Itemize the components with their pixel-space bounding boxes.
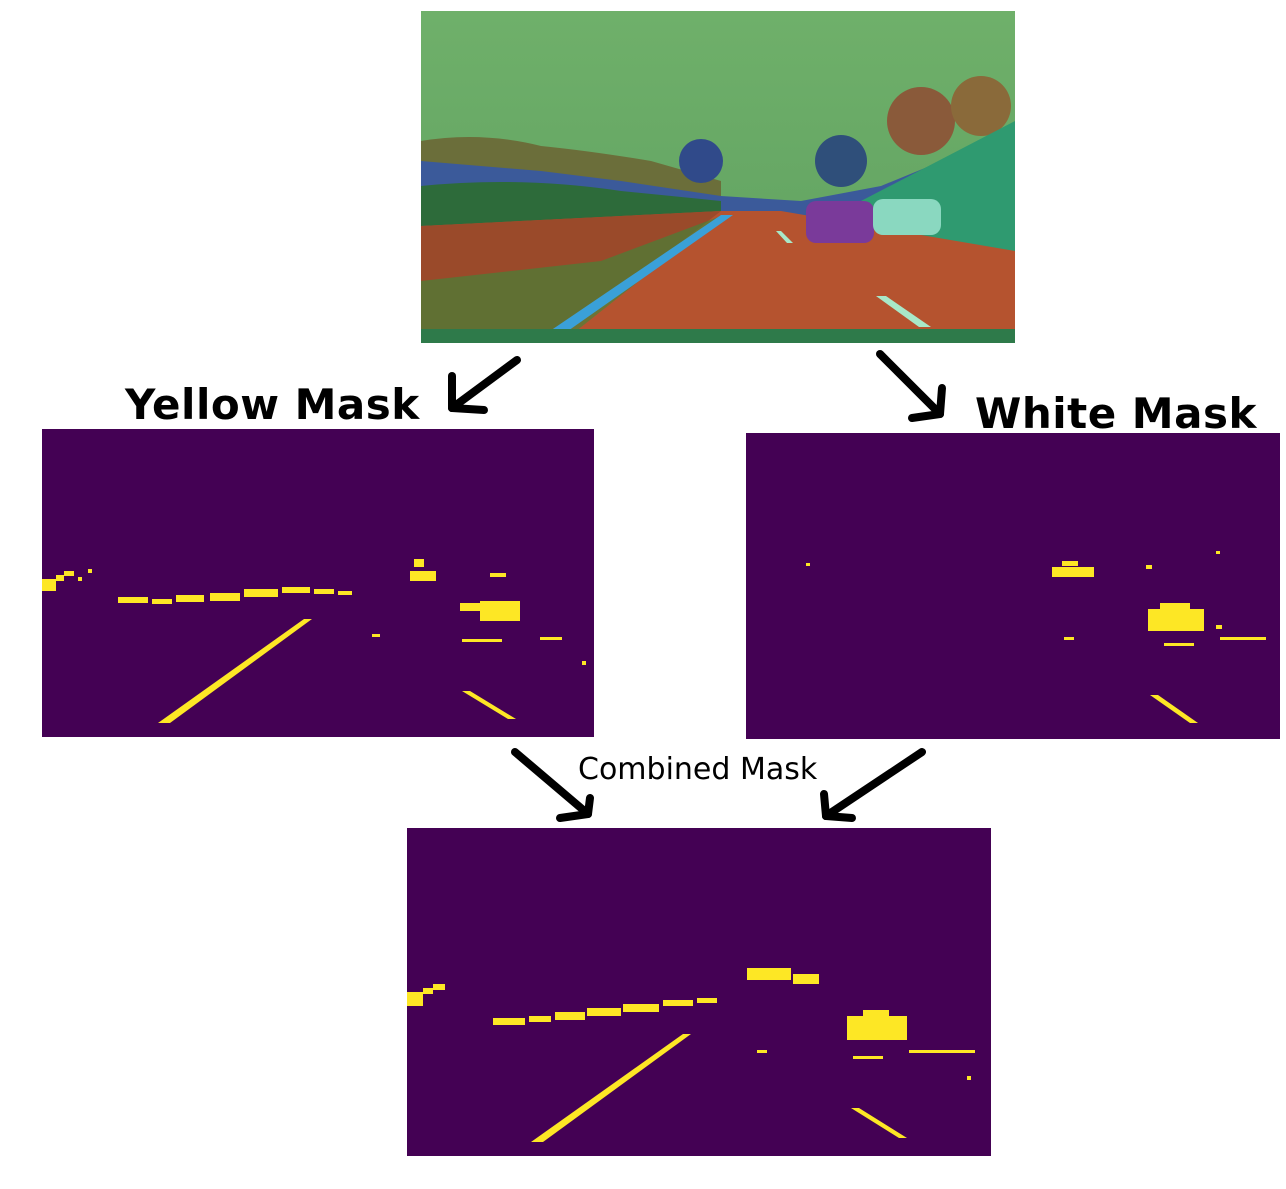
arrow-source-to-white: [876, 350, 946, 422]
combined-mask-label: Combined Mask: [578, 752, 818, 787]
white-mask-label: White Mask: [975, 389, 1257, 438]
arrow-white-to-combined: [820, 748, 926, 822]
yellow-mask-image: [42, 429, 594, 737]
combined-mask-svg: [407, 828, 991, 1156]
white-mask-image: [746, 433, 1280, 739]
white-mask-svg: [746, 433, 1280, 739]
arrow-source-to-yellow: [448, 356, 521, 414]
combined-mask-image: [407, 828, 991, 1156]
yellow-mask-label: Yellow Mask: [125, 380, 420, 429]
source-road-image: [421, 11, 1015, 343]
source-road-image-svg: [421, 11, 1015, 343]
yellow-mask-svg: [42, 429, 594, 737]
